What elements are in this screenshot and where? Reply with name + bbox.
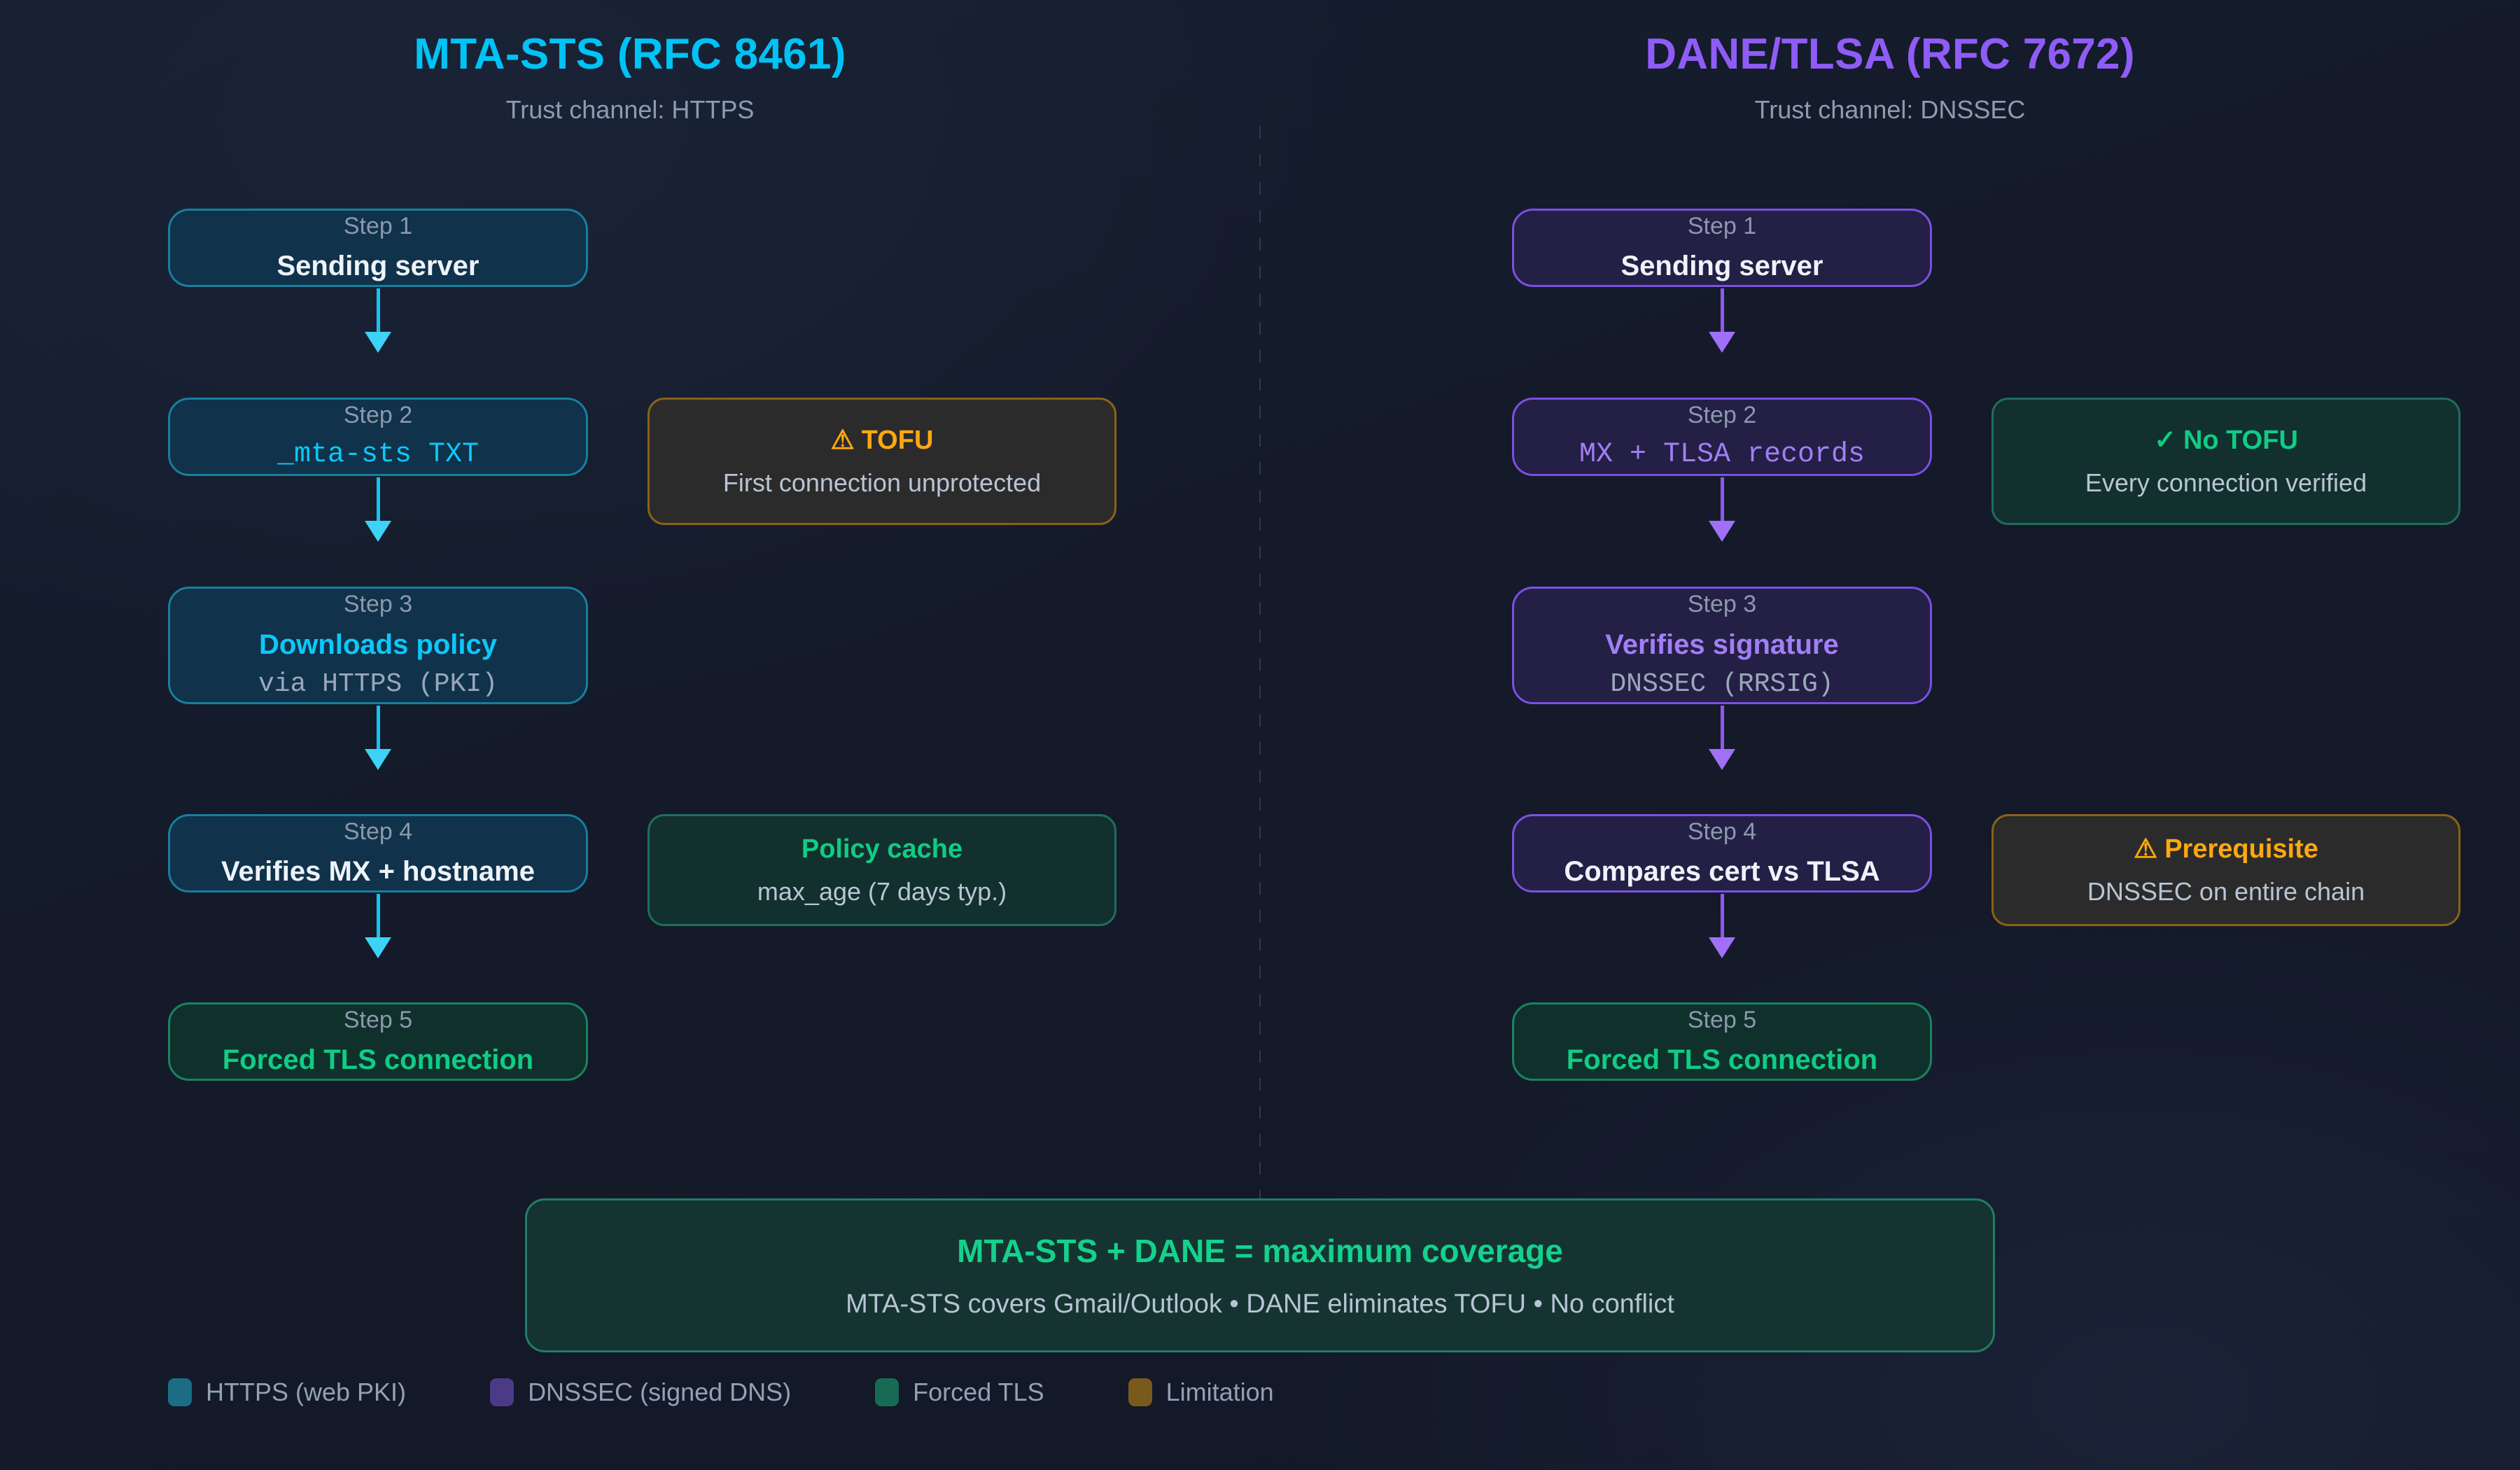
column-divider [1259, 126, 1261, 1281]
summary-headline: MTA-STS + DANE = maximum coverage [957, 1232, 1563, 1269]
legend-swatch-limitation [1128, 1378, 1152, 1406]
dane-arrow-4-5 [1708, 894, 1736, 958]
note-title: ✓No TOFU [2154, 424, 2298, 458]
step-main-text: Downloads policy [258, 629, 498, 660]
note-description: First connection unprotected [722, 468, 1042, 498]
legend-swatch-forced-tls [875, 1378, 899, 1406]
legend-item-https: HTTPS (web PKI) [168, 1378, 406, 1407]
warning-triangle-icon: ⚠ [2134, 834, 2158, 864]
mta-sts-step-3[interactable]: Step 3 Downloads policy via HTTPS (PKI) [168, 587, 588, 704]
legend-item-dnssec: DNSSEC (signed DNS) [490, 1378, 791, 1407]
mta-sts-arrow-4-5 [364, 894, 392, 958]
mta-sts-step-2[interactable]: Step 2 _mta-sts TXT [168, 398, 588, 476]
dane-step-3[interactable]: Step 3 Verifies signature DNSSEC (RRSIG) [1512, 587, 1932, 704]
mta-sts-column-header: MTA-STS (RFC 8461) Trust channel: HTTPS [105, 31, 1155, 125]
step-label: Step 4 [1687, 818, 1757, 845]
mta-sts-step-1[interactable]: Step 1 Sending server [168, 209, 588, 287]
step-main-text: Forced TLS connection [1566, 1044, 1878, 1076]
legend-item-forced-tls: Forced TLS [875, 1378, 1044, 1407]
mta-sts-title: MTA-STS (RFC 8461) [414, 30, 846, 78]
step-label: Step 1 [343, 212, 413, 239]
step-label: Step 3 [1687, 591, 1757, 618]
mta-sts-arrow-3-4 [364, 706, 392, 770]
step-label: Step 5 [343, 1006, 413, 1033]
mta-sts-step-5[interactable]: Step 5 Forced TLS connection [168, 1002, 588, 1081]
mta-sts-note-policy-cache: Policy cache max_age (7 days typ.) [648, 814, 1116, 926]
step-label: Step 3 [343, 591, 413, 618]
step-sub-text: via HTTPS (PKI) [258, 668, 498, 699]
note-title-text: Policy cache [801, 834, 963, 864]
summary-banner: MTA-STS + DANE = maximum coverage MTA-ST… [525, 1198, 1995, 1352]
note-title-text: Prerequisite [2164, 834, 2318, 864]
note-title-text: No TOFU [2183, 425, 2298, 455]
mta-sts-arrow-1-2 [364, 288, 392, 353]
mta-sts-arrow-2-3 [364, 477, 392, 542]
step-main-text: Forced TLS connection [222, 1044, 534, 1076]
note-description: max_age (7 days typ.) [757, 877, 1007, 906]
note-title: Policy cache [802, 833, 962, 867]
step-main-text: Verifies MX + hostname [221, 856, 535, 888]
step-main-text: MX + TLSA records [1578, 439, 1865, 471]
dane-arrow-2-3 [1708, 477, 1736, 542]
legend-swatch-https [168, 1378, 192, 1406]
legend-label-dnssec: DNSSEC (signed DNS) [528, 1378, 792, 1406]
legend-label-https: HTTPS (web PKI) [206, 1378, 407, 1406]
summary-detail: MTA-STS covers Gmail/Outlook • DANE elim… [846, 1289, 1674, 1319]
dane-step-1[interactable]: Step 1 Sending server [1512, 209, 1932, 287]
step-label: Step 2 [343, 401, 413, 428]
step-main-text: _mta-sts TXT [276, 439, 479, 471]
mta-sts-step-4[interactable]: Step 4 Verifies MX + hostname [168, 814, 588, 892]
dane-arrow-1-2 [1708, 288, 1736, 353]
legend-label-forced-tls: Forced TLS [913, 1378, 1044, 1406]
note-title-text: TOFU [861, 425, 934, 455]
dane-step-5[interactable]: Step 5 Forced TLS connection [1512, 1002, 1932, 1081]
note-title: ⚠TOFU [831, 424, 934, 458]
step-main-text: Sending server [276, 251, 479, 282]
dane-arrow-3-4 [1708, 706, 1736, 770]
warning-triangle-icon: ⚠ [830, 425, 855, 455]
legend-swatch-dnssec [490, 1378, 514, 1406]
dane-note-prerequisite: ⚠Prerequisite DNSSEC on entire chain [1991, 814, 2460, 926]
dane-step-4[interactable]: Step 4 Compares cert vs TLSA [1512, 814, 1932, 892]
step-label: Step 4 [343, 818, 413, 845]
note-description: DNSSEC on entire chain [2087, 877, 2365, 906]
step-label: Step 1 [1687, 212, 1757, 239]
check-icon: ✓ [2154, 425, 2176, 455]
mta-sts-subtitle: Trust channel: HTTPS [505, 95, 755, 125]
legend-item-limitation: Limitation [1128, 1378, 1274, 1407]
note-title: ⚠Prerequisite [2134, 833, 2318, 867]
note-description: Every connection verified [2085, 468, 2367, 498]
step-label: Step 5 [1687, 1006, 1757, 1033]
step-main-text: Compares cert vs TLSA [1564, 856, 1880, 888]
dane-subtitle: Trust channel: DNSSEC [1754, 95, 2026, 125]
mta-sts-note-tofu: ⚠TOFU First connection unprotected [648, 398, 1116, 525]
dane-note-no-tofu: ✓No TOFU Every connection verified [1991, 398, 2460, 525]
step-main-text: Verifies signature [1605, 629, 1839, 660]
dane-title: DANE/TLSA (RFC 7672) [1645, 30, 2135, 78]
step-main-text: Sending server [1620, 251, 1823, 282]
dane-step-2[interactable]: Step 2 MX + TLSA records [1512, 398, 1932, 476]
legend: HTTPS (web PKI) DNSSEC (signed DNS) Forc… [168, 1378, 1358, 1407]
legend-label-limitation: Limitation [1166, 1378, 1274, 1406]
step-label: Step 2 [1687, 401, 1757, 428]
dane-column-header: DANE/TLSA (RFC 7672) Trust channel: DNSS… [1365, 31, 2415, 125]
step-sub-text: DNSSEC (RRSIG) [1610, 668, 1834, 699]
